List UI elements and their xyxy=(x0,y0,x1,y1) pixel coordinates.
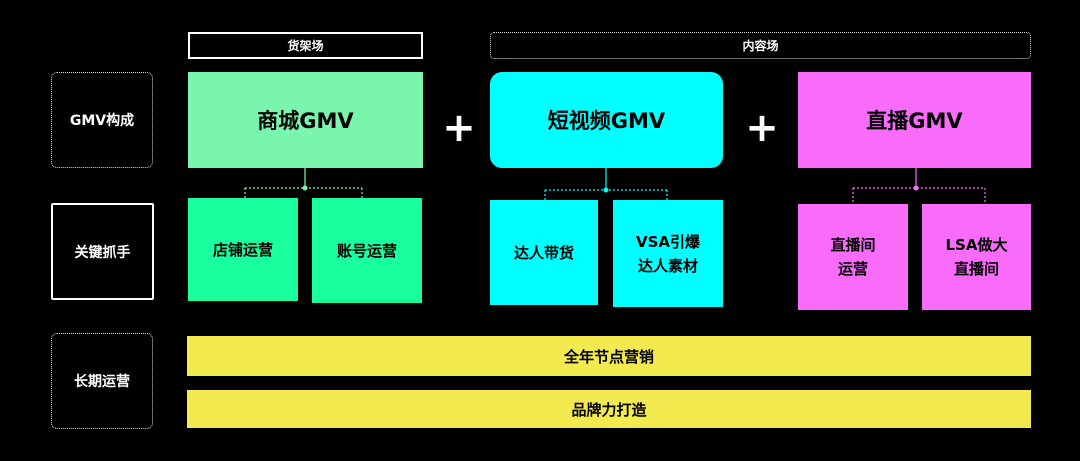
lever-vsa-material: VSA引爆 达人素材 xyxy=(613,200,723,307)
lever-live-room-operation: 直播间 运营 xyxy=(798,204,908,310)
lever-store-operation: 店铺运营 xyxy=(188,198,298,301)
gmv-mall-box: 商城GMV xyxy=(188,72,423,168)
plus-sign-2: + xyxy=(745,105,779,151)
row-label-long-term: 长期运营 xyxy=(51,333,153,429)
bar-annual-node-marketing: 全年节点营销 xyxy=(187,336,1031,376)
lever-influencer-sales: 达人带货 xyxy=(490,200,598,305)
section-shelf: 货架场 xyxy=(188,32,423,59)
row-label-gmv-composition: GMV构成 xyxy=(51,72,153,168)
row-label-key-levers: 关键抓手 xyxy=(51,203,154,300)
section-content: 内容场 xyxy=(490,32,1031,59)
plus-sign-1: + xyxy=(442,105,476,151)
lever-account-operation: 账号运营 xyxy=(312,198,422,303)
gmv-live-box: 直播GMV xyxy=(798,72,1031,168)
bar-brand-building: 品牌力打造 xyxy=(187,390,1031,428)
gmv-short-video-box: 短视频GMV xyxy=(490,72,723,168)
lever-lsa-live-room: LSA做大 直播间 xyxy=(922,204,1031,310)
